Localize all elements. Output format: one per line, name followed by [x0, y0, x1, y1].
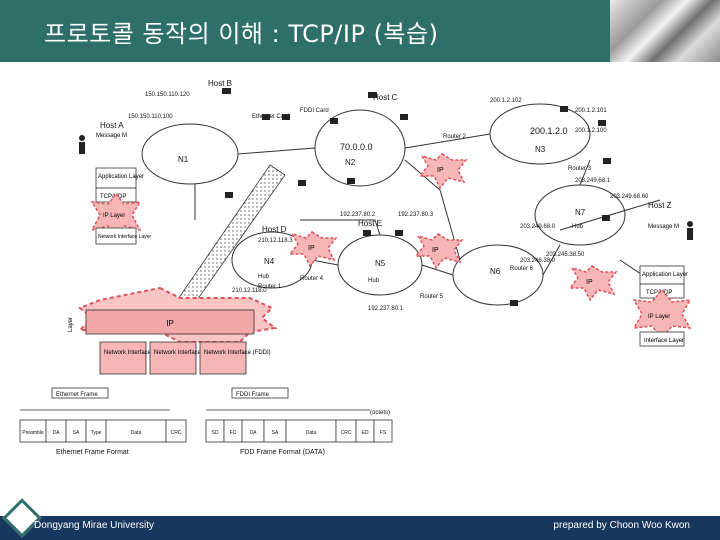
label-hub-n4: Hub [258, 274, 270, 280]
footer-bar [0, 516, 720, 540]
router-ni-ethernet-2: Network Interface (Ethernet) [154, 350, 229, 356]
addr-a11: 203.249.68.0 [520, 224, 556, 230]
addr-a15: 210.12.118.0 [232, 288, 267, 294]
right-app-layer: Application Layer [642, 272, 688, 278]
label-fddi-frame: FDDI Frame [236, 392, 270, 398]
label-router-5: Router 5 [420, 294, 444, 300]
label-n4: N4 [264, 257, 275, 266]
label-n7: N7 [575, 208, 586, 217]
label-router-3: Router 3 [568, 166, 592, 172]
label-fddi-format: FDD Frame Format (DATA) [240, 449, 325, 456]
footer-author: prepared by Choon Woo Kwon [553, 520, 690, 531]
network-clouds [141, 103, 626, 306]
label-router-6: Router 6 [510, 266, 534, 272]
fddi-field-label: CRC [341, 430, 352, 436]
addr-a7: 200.1.2.0 [530, 126, 568, 136]
right-net-layer: Interface Layer [644, 338, 684, 344]
fddi-field-label: FC [230, 430, 237, 436]
left-net-layer: Network Interface Layer [98, 234, 151, 240]
label-n6: N6 [490, 267, 501, 276]
label-ethernet-card: Ethernet Card [252, 114, 289, 120]
fddi-field-label: Data [306, 430, 317, 436]
right-protocol-stack: Message M Application Layer TCP/UDP IP L… [632, 224, 692, 347]
label-n3: N3 [535, 145, 546, 154]
ethernet-field-label: SA [73, 430, 80, 436]
label-n5: N5 [375, 259, 386, 268]
label-ethernet-frame: Ethernet Frame [56, 392, 98, 398]
ethernet-field-box [165, 419, 187, 443]
fddi-field-label: ED [362, 430, 369, 436]
label-ethernet-format: Ethernet Frame Format [56, 449, 129, 456]
label-host-e: Host E [358, 219, 382, 228]
router-ip-badges: IP IP IP IP [288, 153, 618, 302]
addr-a4: 200.1.2.102 [490, 98, 522, 104]
addr-a8: 70.0.0.0 [340, 142, 373, 152]
person-icons [79, 135, 693, 240]
label-host-z: Host Z [648, 201, 672, 210]
addr-a18: 192.237.80.1 [368, 306, 404, 312]
ethernet-field-label: CRC [171, 430, 182, 436]
ethernet-frame-fields: Preamble DA SA Type Data CRC [19, 419, 187, 443]
label-host-a: Host A [100, 121, 124, 130]
label-octets: (octets) [370, 410, 390, 416]
left-ip-layer: IP Layer [103, 213, 125, 219]
badge-ip-n6: IP [586, 279, 593, 286]
left-message: Message M [96, 133, 127, 139]
addr-a12: 192.237.80.2 [340, 212, 376, 218]
label-fddi-card: FDDI Card [300, 108, 329, 114]
footer-university: Dongyang Mirae University [34, 520, 155, 531]
label-host-d: Host D [262, 225, 287, 234]
addr-a17: 203.246.38.0 [520, 258, 556, 264]
ethernet-field-label: Data [131, 430, 142, 436]
fddi-frame-fields: SD FC DA SA Data CRC ED FS [205, 419, 393, 443]
addr-a6: 200.1.2.100 [575, 128, 607, 134]
title-bar: 프로토콜 동작의 이해 : TCP/IP (복습) [0, 0, 720, 62]
label-n1: N1 [178, 155, 189, 164]
addr-a1: 150.150.110.120 [145, 92, 190, 98]
router-ni-ethernet-1: Network Interface (Ethernet) [104, 350, 179, 356]
label-n2: N2 [345, 158, 356, 167]
addr-a16: 203.245.38.50 [546, 252, 585, 258]
tcpip-network-diagram: Host B 150.150.110.120 Host C Host A 150… [19, 79, 693, 456]
right-ip-star [632, 288, 692, 340]
ethernet-field-label: Preamble [22, 430, 44, 436]
label-hub-n5: Hub [368, 278, 380, 284]
computer-icons [222, 88, 611, 306]
label-router-2: Router 2 [443, 134, 467, 140]
label-router-1: Router 1 [258, 284, 282, 290]
fddi-field-label: FS [380, 430, 387, 436]
ethernet-field-label: Type [91, 430, 102, 436]
label-hub-right: Hub [572, 224, 584, 230]
frame-formats: Ethernet Frame FDDI Frame (octets) [20, 387, 390, 416]
slide-title: 프로토콜 동작의 이해 : TCP/IP (복습) [44, 20, 439, 48]
header-decorative-photo [610, 0, 720, 62]
label-host-b: Host B [208, 79, 232, 88]
fddi-field-box [373, 419, 393, 443]
cloud-n1 [141, 123, 239, 185]
addr-a10: 203.249.68.60 [610, 194, 649, 200]
router-protocol-stack: IP Network Interface (Ethernet) Network … [68, 286, 278, 375]
addr-a13: 192.237.80.3 [398, 212, 434, 218]
badge-ip-n5: IP [432, 247, 439, 254]
fddi-field-label: SA [272, 430, 279, 436]
router-layer-label: Layer [68, 317, 74, 332]
addr-a9: 203.249.68.1 [575, 178, 611, 184]
fddi-field-label: DA [250, 430, 258, 436]
left-app-layer: Application Layer [98, 174, 144, 180]
addr-a2: 150.150.110.100 [128, 114, 173, 120]
badge-ip-n4: IP [308, 245, 315, 252]
router-ip-layer: IP [166, 319, 174, 328]
addr-a5: 200.1.2.101 [575, 108, 607, 114]
ethernet-field-label: DA [53, 430, 61, 436]
addr-a14: 210.12.118.3 [258, 238, 293, 244]
router-ni-fddi: Network Interface (FDDI) [204, 350, 271, 356]
badge-ip-n2: IP [437, 167, 444, 174]
label-router-4: Router 4 [300, 276, 324, 282]
fddi-field-label: SD [212, 430, 219, 436]
label-host-c: Host C [373, 93, 398, 102]
right-message: Message M [648, 224, 679, 230]
right-ip-layer: IP Layer [648, 314, 670, 320]
left-protocol-stack: Message M Application Layer TCP/UDP IP L… [90, 133, 151, 245]
